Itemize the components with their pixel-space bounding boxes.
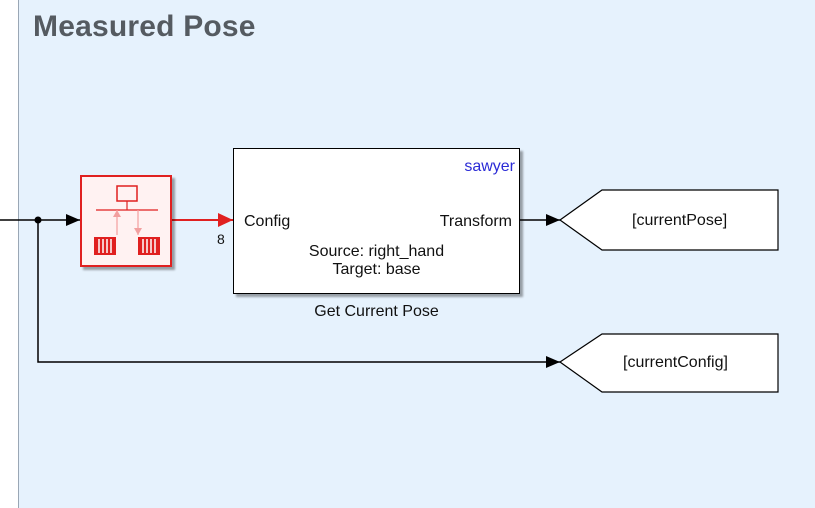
pose-goto-arrow bbox=[546, 214, 560, 226]
signal-width-label: 8 bbox=[217, 231, 225, 247]
area-title: Measured Pose bbox=[33, 10, 256, 43]
get-current-pose-block[interactable]: sawyer Config Transform Source: right_ha… bbox=[233, 148, 520, 294]
goto-current-config-block bbox=[558, 333, 779, 393]
goto-current-pose-block bbox=[558, 189, 779, 251]
robot-name: sawyer bbox=[464, 158, 515, 175]
config-goto-arrow bbox=[546, 356, 560, 368]
demux-block[interactable] bbox=[80, 175, 172, 267]
demux-input-arrow bbox=[66, 214, 80, 226]
block-caption: Get Current Pose bbox=[314, 303, 439, 320]
current-pose-tag-label: [currentPose] bbox=[632, 212, 728, 229]
config-port-label: Config bbox=[244, 213, 291, 230]
source-label: Source: right_hand bbox=[308, 243, 445, 260]
config-input-arrow bbox=[218, 213, 233, 227]
config-branch-line bbox=[37, 220, 560, 363]
target-label: Target: base bbox=[332, 261, 421, 278]
transform-port-label: Transform bbox=[439, 213, 512, 230]
current-config-tag-label: [currentConfig] bbox=[623, 354, 728, 371]
demux-icon bbox=[94, 185, 160, 255]
